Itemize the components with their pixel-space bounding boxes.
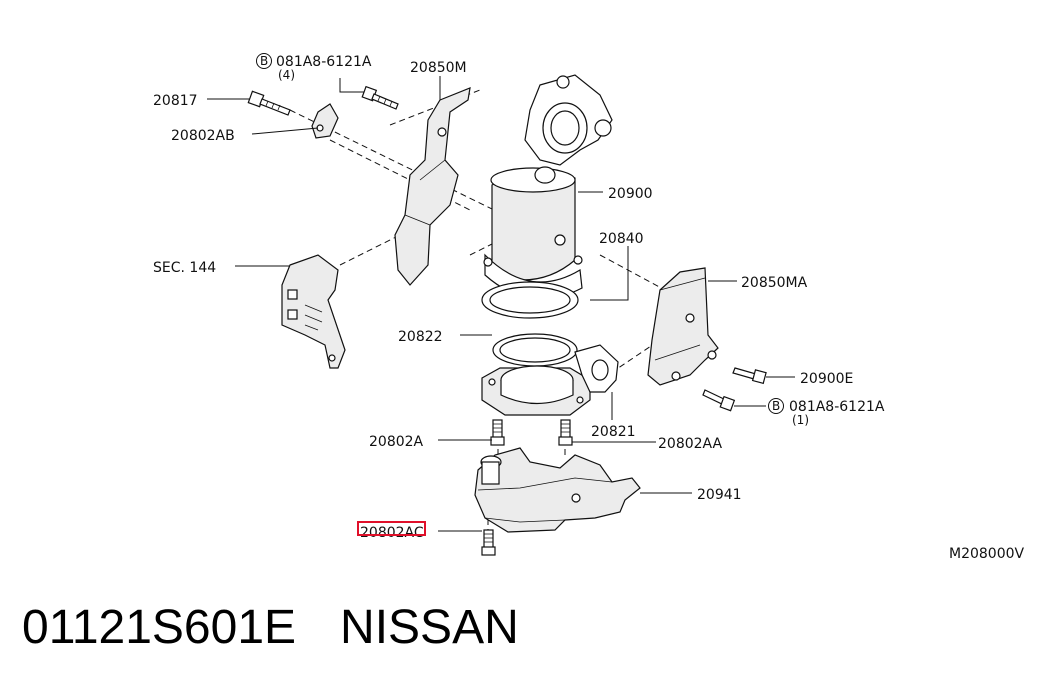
label-bolt-qty-top: (4) (278, 68, 295, 82)
gasket-20822 (492, 333, 578, 367)
bolt-20802ac (481, 529, 496, 556)
label-20802ab: 20802AB (171, 128, 235, 144)
label-20840: 20840 (599, 231, 644, 247)
bolt-20817 (247, 90, 291, 116)
flange-20821 (481, 344, 619, 416)
label-20900: 20900 (608, 186, 653, 202)
bolt-top-081a8 (361, 85, 399, 110)
leader-lines (207, 76, 795, 532)
label-20802aa: 20802AA (658, 436, 723, 452)
footer-brand: NISSAN (340, 601, 519, 654)
label-bolt-qty-right: (1) (792, 413, 809, 427)
b-symbol-top-text: B (260, 54, 268, 68)
gasket-20840 (481, 281, 579, 319)
assembly-dashed-lines (289, 89, 666, 535)
label-20821: 20821 (591, 424, 636, 440)
label-20850ma: 20850MA (741, 275, 808, 291)
heat-shield-upper-20850m (394, 87, 471, 286)
label-bolt-spec-top: 081A8-6121A (276, 54, 372, 70)
label-20941: 20941 (697, 487, 742, 503)
label-20822: 20822 (398, 329, 443, 345)
footer-caption: 01121S601E NISSAN (22, 600, 563, 655)
label-20802ac: 20802AC (360, 525, 424, 541)
label-bolt-spec-right: 081A8-6121A (789, 399, 885, 415)
label-sec144: SEC. 144 (153, 260, 216, 276)
heat-shield-lower-20941 (474, 447, 641, 533)
highlight-box-20802ac (357, 521, 426, 536)
footer-part-number: 01121S601E (22, 601, 297, 654)
bolt-20802a (490, 419, 505, 446)
bolt-right-081a8 (702, 389, 736, 412)
label-ref-code: M208000V (949, 546, 1025, 562)
clip-20802ab (311, 103, 339, 139)
heat-shield-right-20850ma (647, 267, 719, 386)
b-symbol-top (256, 53, 272, 69)
bolt-20900e (732, 367, 767, 385)
bracket-sec144 (281, 254, 346, 369)
catalytic-converter-20900 (483, 74, 613, 300)
label-20850m: 20850M (410, 60, 467, 76)
label-20802a: 20802A (369, 434, 424, 450)
label-20900e: 20900E (800, 371, 853, 387)
b-symbol-right-text: B (772, 399, 780, 413)
label-20817: 20817 (153, 93, 198, 109)
part-labels: B 081A8-6121A (4) 20850M 20817 20802AB 2… (153, 53, 1025, 562)
b-symbol-right (768, 398, 784, 414)
bolt-20802aa (558, 419, 573, 446)
